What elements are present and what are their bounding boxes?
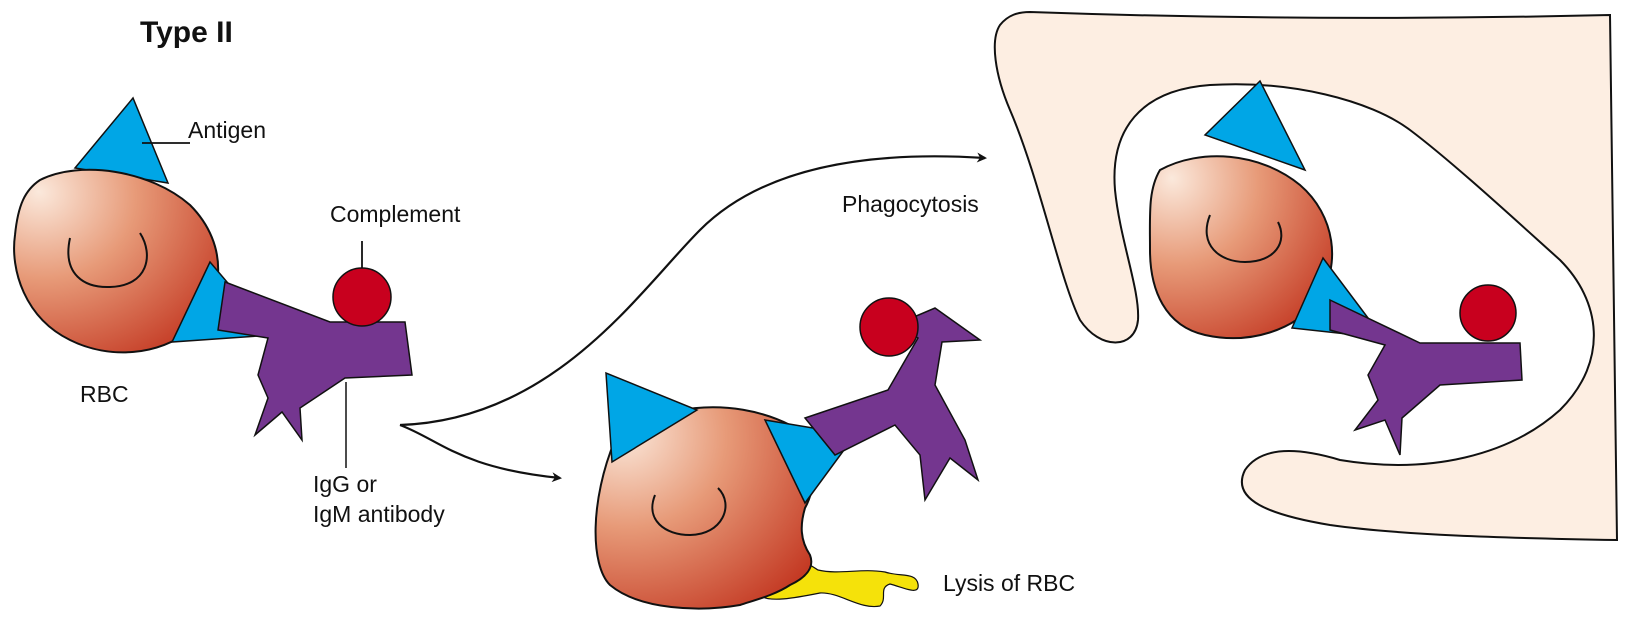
rbc-label: RBC: [80, 381, 129, 407]
antibody-engulfed: [1329, 298, 1523, 456]
complement-lysis: [859, 297, 919, 357]
lysis-complex: Lysis of RBC: [594, 297, 1075, 610]
complement-label: Complement: [330, 201, 461, 227]
figure-title: Type II: [140, 16, 233, 49]
phagocyte-group: [993, 10, 1619, 542]
lysis-label: Lysis of RBC: [943, 570, 1075, 596]
complement-engulfed: [1459, 284, 1517, 342]
phagocytosis-arrow: [399, 152, 987, 427]
igg-igm-antibody: [217, 280, 413, 443]
left-complex: Antigen Complement RBC IgG or IgM antibo…: [13, 96, 461, 527]
antigen-engulfed-top: [1203, 79, 1307, 172]
rbc-engulfed: [1148, 155, 1334, 339]
antigen-label: Antigen: [188, 117, 266, 143]
arrows: Phagocytosis: [399, 152, 987, 483]
lysis-arrow: [399, 423, 562, 483]
rbc-concavity-3: [1205, 214, 1283, 264]
phagocyte-cell: [993, 10, 1619, 542]
antibody-label-line2: IgM antibody: [313, 501, 445, 527]
antigen-lysis-left: [605, 371, 699, 464]
rbc-concavity: [67, 232, 148, 289]
antibody-label-line1: IgG or: [313, 471, 377, 497]
phagocytosis-label: Phagocytosis: [842, 191, 979, 217]
rbc-concavity-2: [651, 487, 727, 537]
rbc-cell: [13, 168, 220, 354]
complement-circle: [332, 267, 392, 327]
